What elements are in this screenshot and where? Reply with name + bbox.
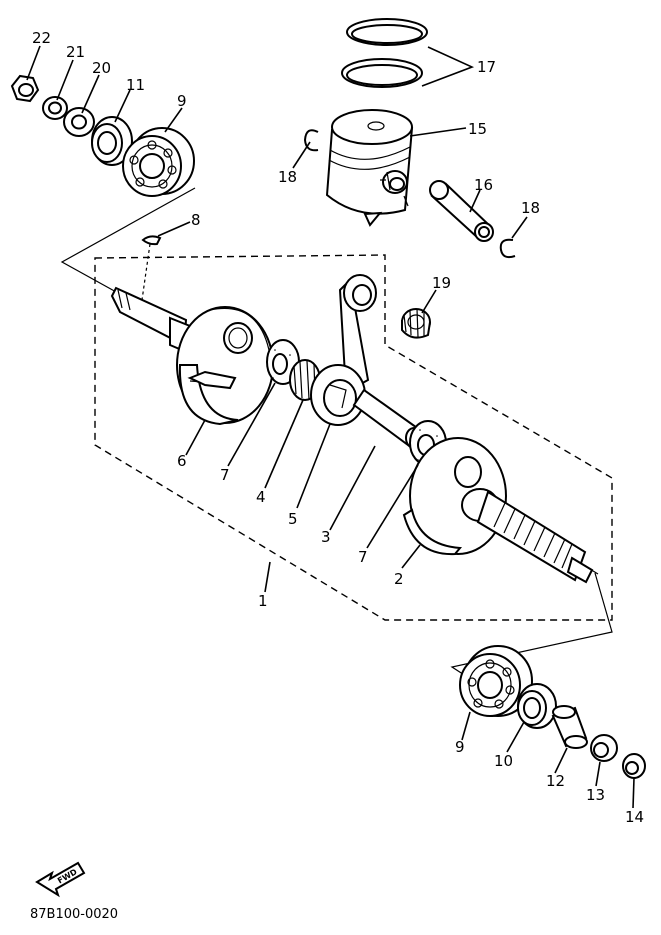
circlip-18-right [499, 238, 516, 259]
callout-3: 3 [321, 528, 331, 546]
connecting-rod-5 [310, 274, 377, 426]
callout-11: 11 [126, 76, 145, 94]
callout-22: 22 [32, 29, 51, 47]
oil-seal-10 [517, 683, 557, 729]
guide-line-left [60, 187, 196, 294]
callout-10: 10 [494, 752, 513, 770]
bearing-9-bottom [459, 645, 533, 717]
piston-pin-16 [429, 180, 494, 242]
callout-7-right: 7 [358, 548, 368, 566]
key-guide [141, 243, 151, 301]
crank-shaft-right [402, 437, 599, 584]
callout-17: 17 [477, 58, 496, 76]
callout-21: 21 [66, 43, 85, 61]
callout-18-left: 18 [278, 168, 297, 186]
callout-5: 5 [288, 510, 298, 528]
washer-20 [63, 107, 95, 137]
nut-14 [622, 753, 646, 779]
piston-15 [325, 109, 414, 227]
callout-18-right: 18 [521, 199, 540, 217]
spacer-12 [551, 705, 588, 749]
needle-bearing-19 [401, 308, 431, 339]
callout-6: 6 [177, 452, 187, 470]
callout-9-top: 9 [177, 92, 187, 110]
callout-12: 12 [546, 772, 565, 790]
leader-lines [26, 45, 635, 809]
callout-2: 2 [394, 570, 404, 588]
callout-7-left: 7 [220, 466, 230, 484]
forward-arrow-icon: FWD [35, 861, 86, 898]
bearing-9-top [122, 127, 195, 197]
callout-8: 8 [191, 211, 201, 229]
woodruff-key-8 [141, 235, 162, 246]
callouts: 22 21 20 11 9 8 17 15 18 16 18 19 6 7 4 … [32, 29, 644, 826]
nut-22 [10, 74, 40, 103]
lock-washer-21 [42, 96, 68, 120]
callout-16: 16 [474, 176, 493, 194]
piston-rings-17 [341, 18, 428, 88]
callout-4: 4 [256, 488, 266, 506]
drawing-code: 87B100-0020 [30, 907, 118, 922]
callout-14: 14 [625, 808, 644, 826]
callout-19: 19 [432, 274, 451, 292]
callout-9-bottom: 9 [455, 738, 465, 756]
callout-15: 15 [468, 120, 487, 138]
oil-seal-11 [91, 116, 133, 166]
crank-shaft-left [110, 286, 274, 426]
callout-1: 1 [258, 592, 268, 610]
callout-20: 20 [92, 59, 111, 77]
callout-13: 13 [586, 786, 605, 804]
assembly-boundary [94, 254, 613, 621]
washer-13 [590, 734, 618, 762]
